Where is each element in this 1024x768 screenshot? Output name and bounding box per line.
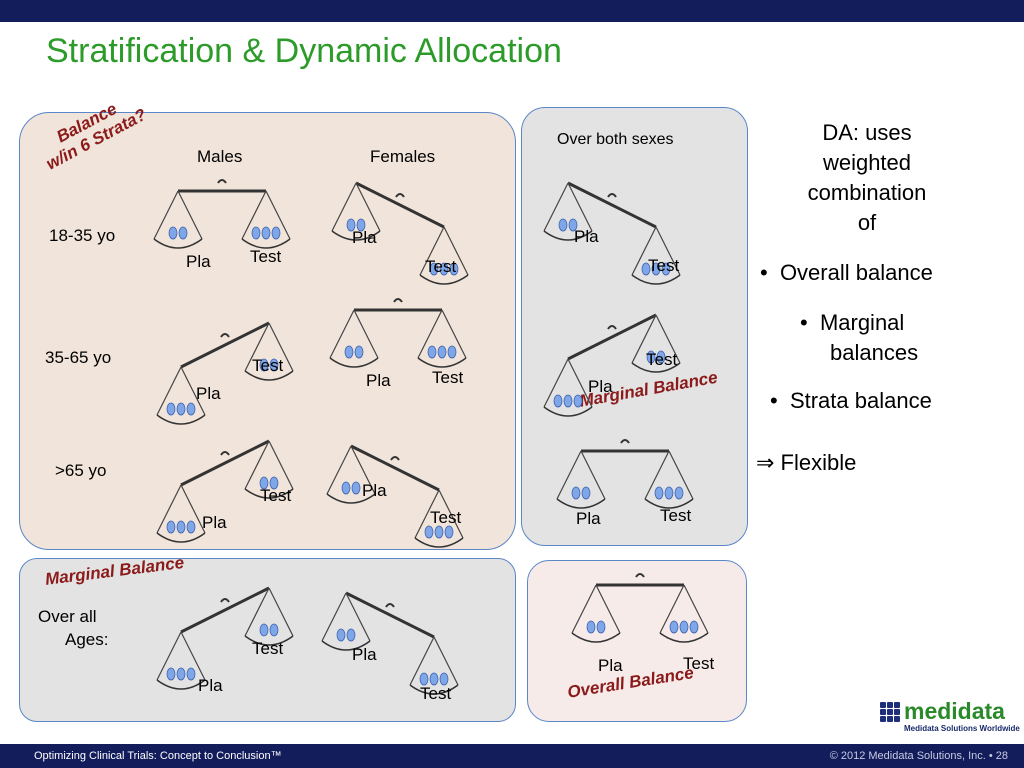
test-label: Test	[660, 506, 692, 525]
placebo-label: Pla	[588, 377, 613, 396]
over-all-ages-line-1: Over all	[38, 607, 97, 626]
da-line-2: weighted	[822, 150, 912, 175]
placebo-label: Pla	[366, 371, 391, 390]
placebo-label: Pla	[196, 384, 221, 403]
test-label: Test	[420, 684, 452, 703]
test-label: Test	[250, 247, 282, 266]
footer-copyright: © 2012 Medidata Solutions, Inc. • 28	[829, 750, 1008, 762]
bullet-overall: • Overall balance	[760, 260, 933, 285]
row-label-35-65: 35-65 yo	[45, 348, 112, 367]
placebo-label: Pla	[362, 481, 387, 500]
top-bar	[0, 0, 1024, 22]
test-label: Test	[252, 639, 284, 658]
row-label-65-plus: >65 yo	[55, 461, 107, 480]
placebo-label: Pla	[202, 513, 227, 532]
da-description: DA: uses weighted combination of	[752, 118, 982, 238]
bullet-marginal-line-1: Marginal	[819, 310, 905, 335]
logo-word: medidata	[904, 698, 1005, 724]
footer-bar: Optimizing Clinical Trials: Concept to C…	[0, 744, 1024, 768]
side-notes: DA: uses weighted combination of • Overa…	[752, 118, 1012, 475]
test-label: Test	[430, 508, 462, 527]
test-label: Test	[683, 654, 715, 673]
flexible-text: ⇒ Flexible	[756, 450, 857, 475]
overall-panel	[527, 560, 747, 722]
placebo-label: Pla	[186, 252, 211, 271]
footer-course-title: Optimizing Clinical Trials: Concept to C…	[34, 750, 282, 762]
da-line-4: of	[857, 210, 877, 235]
bullet-marginal: • Marginal balances	[800, 308, 918, 368]
bullet-strata-text: Strata balance	[789, 388, 932, 413]
placebo-label: Pla	[576, 509, 601, 528]
test-label: Test	[648, 256, 680, 275]
test-label: Test	[425, 257, 457, 276]
placebo-label: Pla	[574, 227, 599, 246]
both-sexes-panel	[521, 107, 748, 546]
logo-mark-icon	[880, 702, 900, 722]
placebo-label: Pla	[352, 228, 377, 247]
row-label-18-35: 18-35 yo	[49, 226, 116, 245]
bullet-strata: • Strata balance	[770, 388, 932, 413]
placebo-label: Pla	[598, 656, 623, 675]
test-label: Test	[252, 356, 284, 375]
header-females: Females	[370, 147, 436, 166]
over-all-ages-line-2: Ages:	[65, 630, 109, 649]
header-males: Males	[197, 147, 243, 166]
test-label: Test	[646, 350, 678, 369]
bullet-overall-text: Overall balance	[779, 260, 933, 285]
slide-title: Stratification & Dynamic Allocation	[46, 32, 562, 70]
placebo-label: Pla	[198, 676, 223, 695]
strata-panel	[19, 112, 516, 550]
header-both-sexes: Over both sexes	[557, 131, 674, 148]
placebo-label: Pla	[352, 645, 377, 664]
da-line-1: DA: uses	[822, 120, 912, 145]
over-all-ages-label: Over all Ages:	[38, 605, 108, 651]
logo-tagline: Medidata Solutions Worldwide	[904, 724, 1020, 733]
da-line-3: combination	[807, 180, 927, 205]
bullet-marginal-line-2: balances	[830, 340, 919, 365]
test-label: Test	[260, 486, 292, 505]
test-label: Test	[432, 368, 464, 387]
